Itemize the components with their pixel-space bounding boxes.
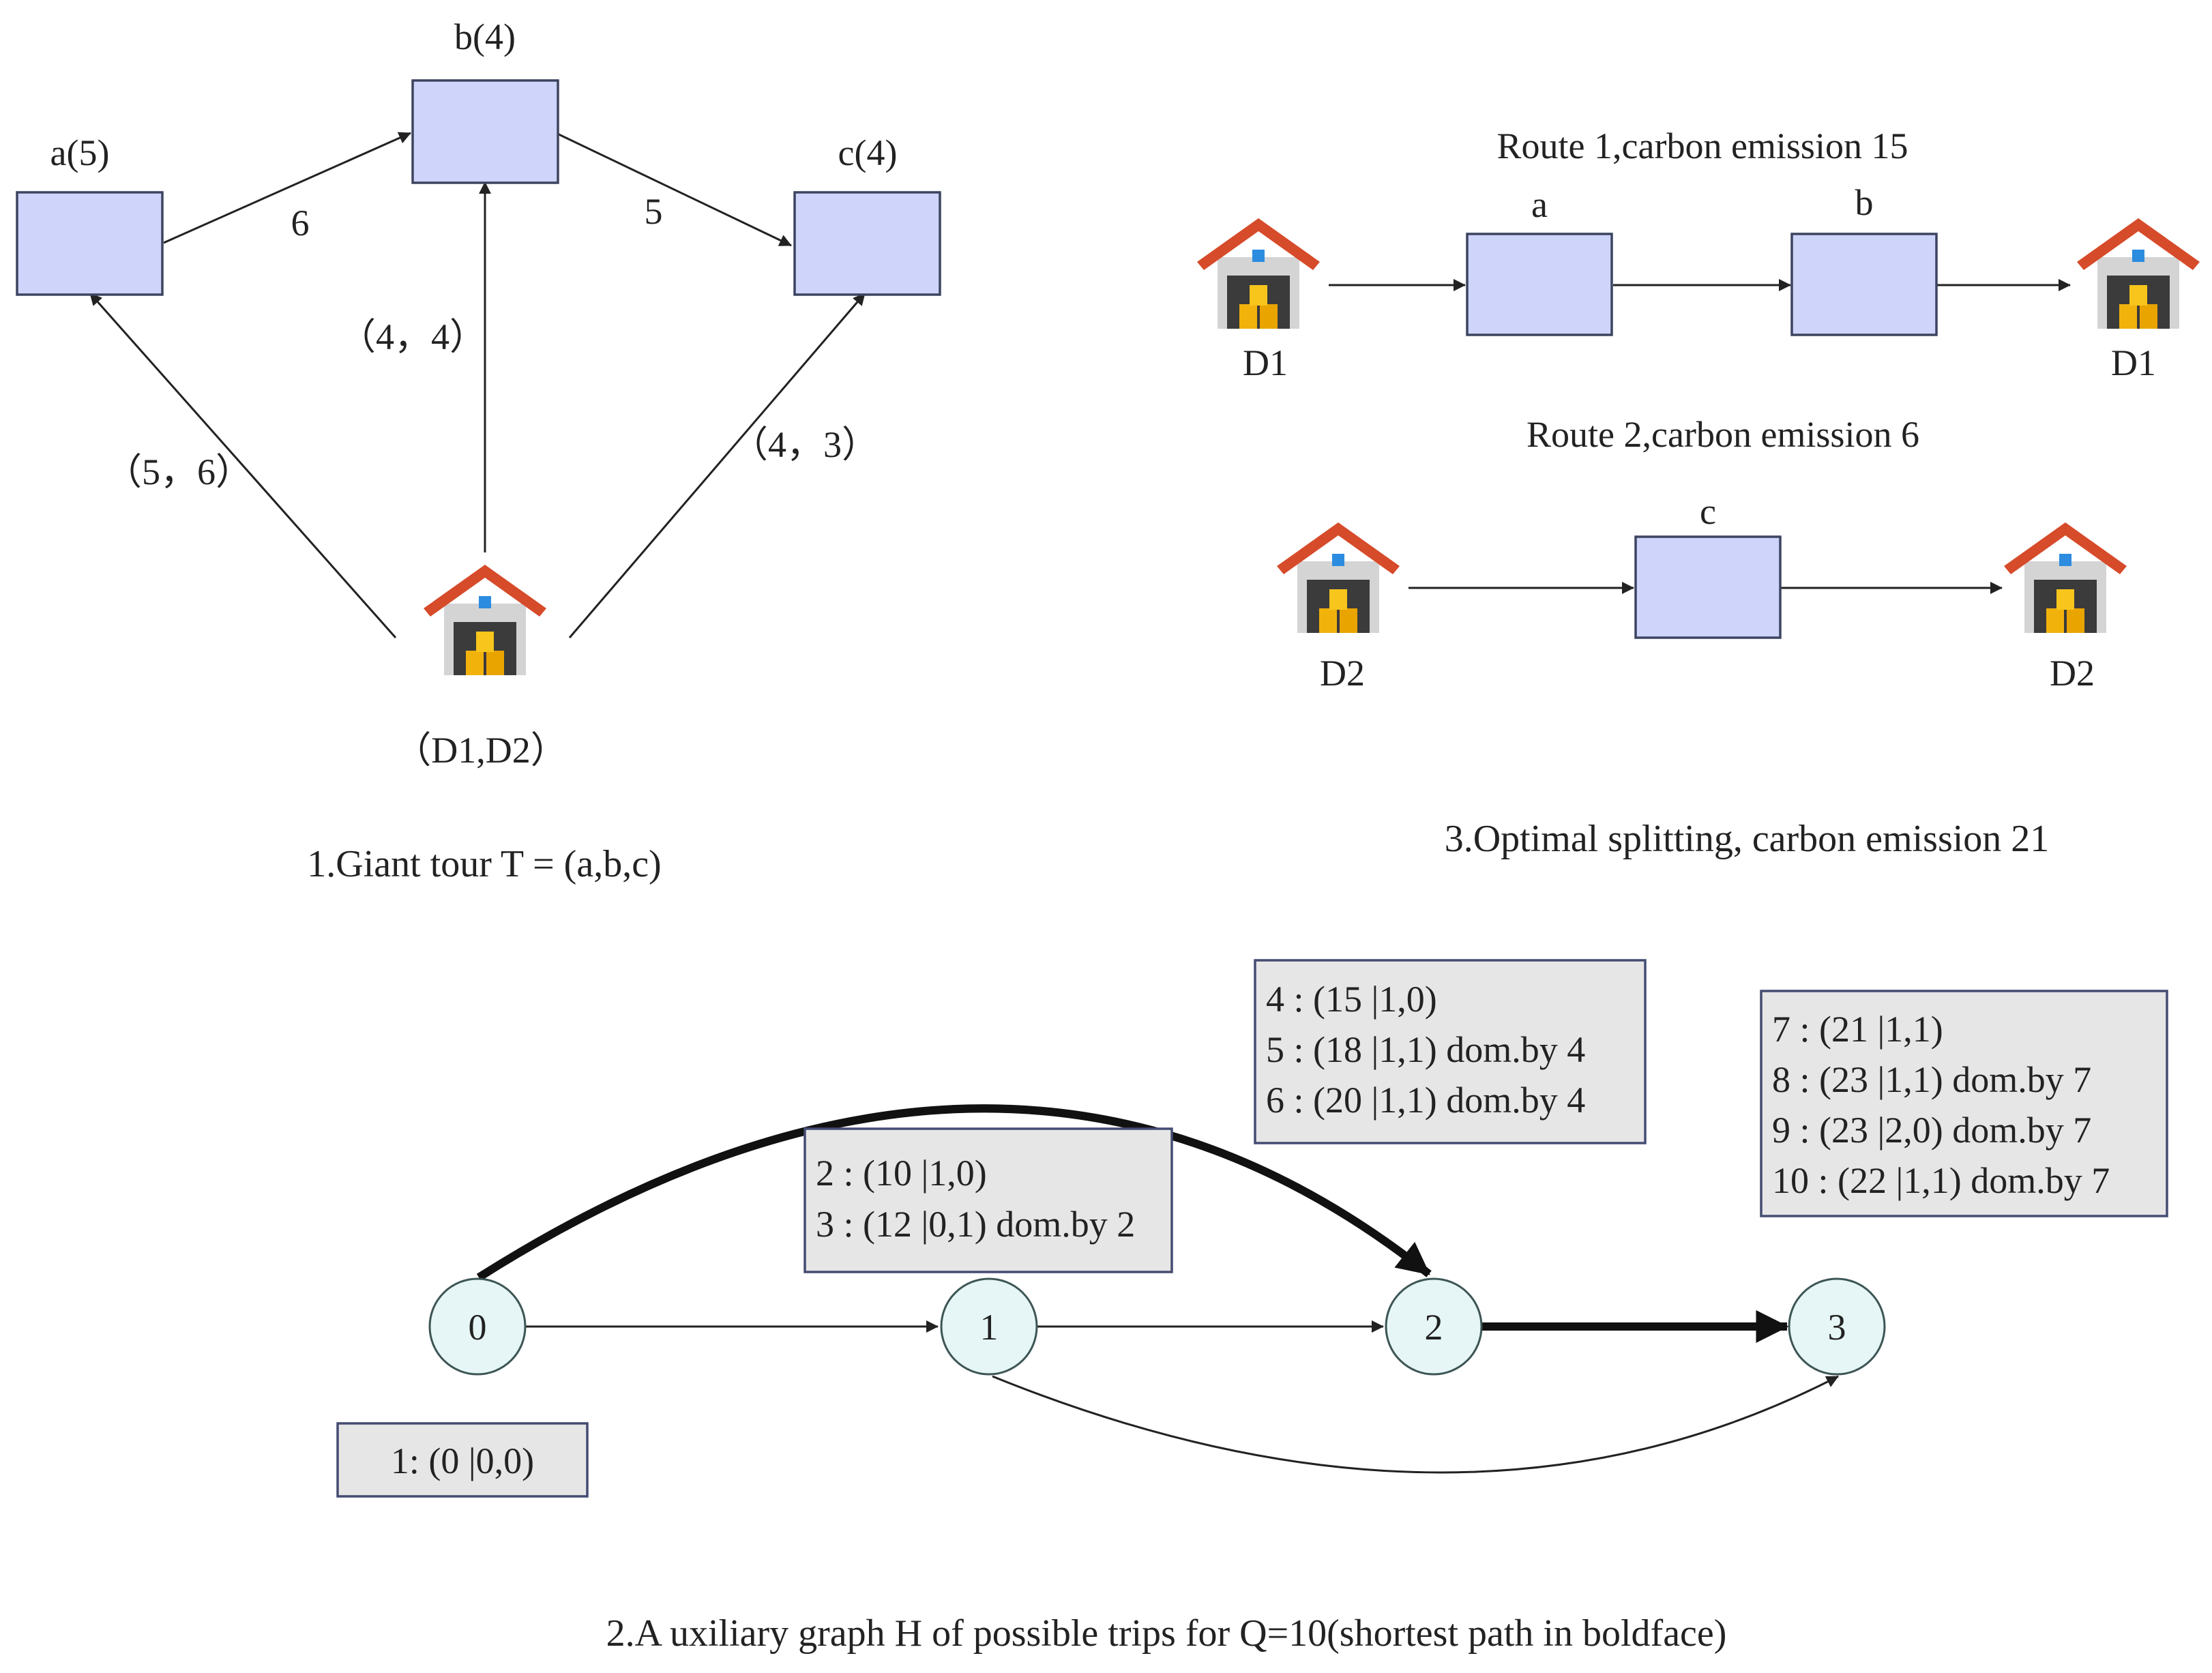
route2-end-label: D2 (2050, 653, 2095, 694)
labels-node3-box (1760, 990, 2168, 1217)
route2-title: Route 2,carbon emission 6 (1527, 414, 1919, 455)
graph-node-2 (1385, 1277, 1483, 1376)
node-a-label: a(5) (50, 132, 110, 173)
label-7: 7 : (21 |1,1) (1772, 1009, 1943, 1050)
route1-end-depot-icon (2077, 218, 2200, 329)
optimal-splitting-panel: Route 1,carbon emission 15 D1 D1 a b Rou… (1197, 125, 2200, 860)
auxiliary-graph-panel: 0 1 2 3 1: (0 |0,0) 2 : (10 |1,0) 3 : (1… (336, 959, 2168, 1655)
edge-depot-a (89, 293, 397, 638)
depot-label: （D1,D2） (394, 730, 567, 771)
edge-1-3 (992, 1375, 1839, 1474)
edge-a-b (163, 132, 411, 244)
label-4: 4 : (15 |1,0) (1266, 979, 1437, 1020)
label-6: 6 : (20 |1,1) dom.by 4 (1266, 1080, 1585, 1121)
graph-node-1 (940, 1277, 1038, 1376)
label-2: 2 : (10 |1,0) (816, 1153, 987, 1194)
graph-node-1-label: 1 (980, 1307, 999, 1348)
route1-stop-a-label: a (1531, 184, 1548, 225)
label-5: 5 : (18 |1,1) dom.by 4 (1266, 1029, 1585, 1070)
edge-depot-c-label: （4，3） (731, 424, 879, 465)
edge-depot-a-label: （5，6） (105, 451, 252, 492)
node-b-box (411, 79, 559, 184)
edge-0-2-shortest (476, 1104, 1432, 1282)
graph-node-0 (428, 1277, 527, 1376)
panel3-caption: 3.Optimal splitting, carbon emission 21 (1445, 818, 2050, 860)
graph-node-3 (1788, 1277, 1886, 1376)
node-a-box (16, 191, 164, 296)
route2-start-label: D2 (1320, 653, 1365, 694)
node-c-box (793, 191, 941, 296)
route2-stop-c-box (1634, 535, 1782, 639)
route2-stop-c-label: c (1700, 491, 1716, 532)
route1-title: Route 1,carbon emission 15 (1497, 125, 1908, 166)
panel1-caption: 1.Giant tour T = (a,b,c) (307, 843, 661, 885)
label-10: 10 : (22 |1,1) dom.by 7 (1772, 1160, 2110, 1201)
route1-start-depot-icon (1197, 218, 1320, 329)
node-c-label: c(4) (838, 132, 898, 173)
edge-depot-c (568, 293, 866, 638)
giant-tour-panel: a(5) b(4) c(4) 6 5 （5，6） （4，4） （4，3） （D1… (16, 16, 941, 885)
edge-bc-label: 5 (645, 191, 663, 232)
labels-node1-box (803, 1127, 1173, 1273)
graph-node-0-label: 0 (469, 1307, 487, 1348)
node-b-label: b(4) (454, 16, 516, 57)
edge-ab-label: 6 (291, 203, 310, 243)
graph-node-2-label: 2 (1425, 1307, 1443, 1348)
graph-node-3-label: 3 (1828, 1307, 1846, 1348)
panel2-caption: 2.A uxiliary graph H of possible trips f… (606, 1612, 1727, 1655)
labels-node0-box (336, 1422, 589, 1498)
route2-start-depot-icon (1277, 522, 1400, 633)
route1-stop-b-label: b (1855, 182, 1874, 223)
label-8: 8 : (23 |1,1) dom.by 7 (1772, 1059, 2091, 1100)
route1-end-label: D1 (2111, 342, 2156, 383)
edge-b-c (555, 132, 792, 247)
route1-start-label: D1 (1243, 342, 1288, 383)
depot-icon (424, 565, 546, 675)
route2-end-depot-icon (2004, 522, 2127, 633)
route1-stop-b-box (1790, 233, 1938, 336)
label-1: 1: (0 |0,0) (391, 1440, 534, 1481)
label-3: 3 : (12 |0,1) dom.by 2 (816, 1204, 1135, 1245)
labels-node2-box (1254, 959, 1647, 1144)
route1-stop-a-box (1466, 233, 1613, 336)
edge-depot-b-label: （4，4） (339, 316, 486, 357)
label-9: 9 : (23 |2,0) dom.by 7 (1772, 1110, 2091, 1151)
